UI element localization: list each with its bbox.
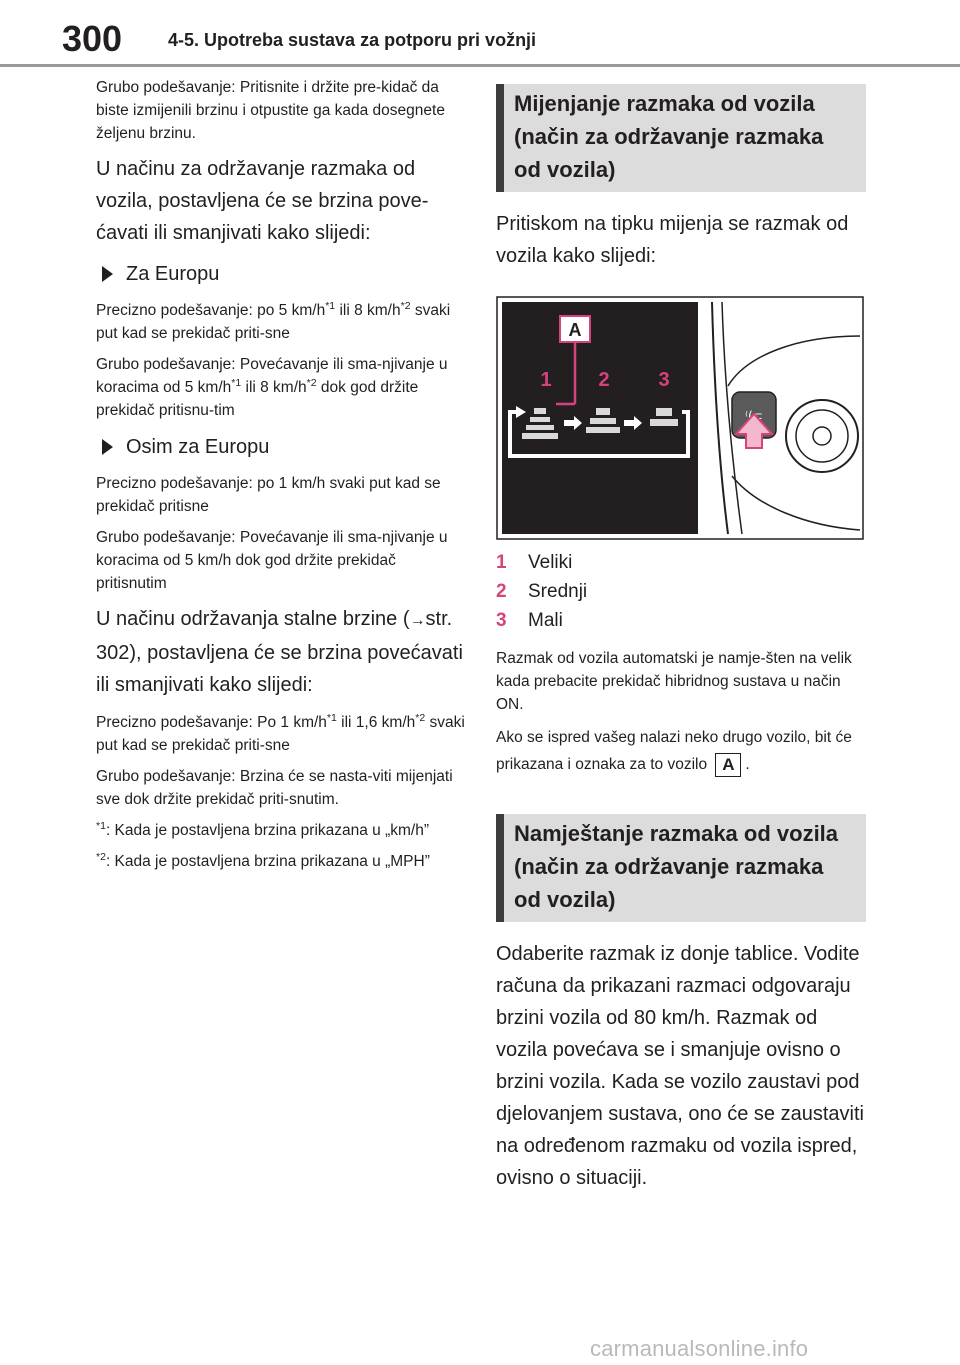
text-part: ili 1,6 km/h bbox=[336, 714, 416, 731]
arrow-right-icon: → bbox=[409, 612, 426, 629]
vehicle-ahead-badge-inline: A bbox=[715, 752, 742, 777]
distance-number-2: 2 bbox=[598, 369, 609, 391]
footnote-2: *2: Kada je postavljena brzina prikazana… bbox=[96, 850, 468, 873]
bullet-other-label: Osim za Europu bbox=[126, 436, 270, 458]
legend-label: Mali bbox=[528, 610, 563, 631]
section-title: Namještanje razmaka od vozila (način za … bbox=[514, 821, 839, 912]
text-part: svaki put kad se prekidač priti-sne bbox=[96, 302, 451, 342]
text-part: str. 302), postavljena će se brzina pove… bbox=[96, 608, 463, 696]
distance-mode-intro: U načinu za održavanje razmaka od vozila… bbox=[96, 158, 429, 244]
distance-bars-medium bbox=[586, 408, 620, 433]
press-arrow-icon bbox=[733, 412, 775, 449]
other-coarse-adjust: Grubo podešavanje: Povećavanje ili sma-n… bbox=[96, 529, 448, 592]
coarse-adjust-paragraph: Grubo podešavanje: Pritisnite i držite p… bbox=[96, 79, 445, 142]
vehicle-ahead-badge bbox=[559, 315, 591, 343]
vehicle-ahead-note: Ako se ispred vašeg nalazi neko drugo vo… bbox=[496, 724, 866, 778]
arrow-right-icon bbox=[564, 416, 582, 430]
europe-coarse-adjust: Grubo podešavanje: Povećavanje ili sma-n… bbox=[96, 353, 468, 422]
section-title: Mijenjanje razmaka od vozila (način za o… bbox=[514, 91, 824, 182]
footnote-ref-2: *2 bbox=[400, 299, 411, 312]
section-heading-change-distance: Mijenjanje razmaka od vozila (način za o… bbox=[496, 84, 866, 192]
text-part: ili 8 km/h bbox=[241, 379, 307, 396]
distance-number-3: 3 bbox=[658, 369, 669, 391]
triangle-bullet-icon bbox=[102, 266, 113, 282]
set-distance-paragraph: Odaberite razmak iz donje tablice. Vodit… bbox=[496, 943, 864, 1189]
distance-illustration: A 1 2 3 bbox=[496, 296, 864, 540]
constant-fine-adjust: Precizno podešavanje: Po 1 km/h*1 ili 1,… bbox=[96, 711, 468, 757]
constant-speed-intro: U načinu održavanja stalne brzine (→str.… bbox=[96, 603, 468, 701]
triangle-bullet-icon bbox=[102, 439, 113, 455]
legend-item-large: 1 Veliki bbox=[496, 548, 866, 577]
header-rule bbox=[0, 64, 960, 67]
right-column: Mijenjanje razmaka od vozila (način za o… bbox=[496, 84, 866, 1204]
distance-bars-large bbox=[522, 408, 558, 439]
text-part: . bbox=[745, 756, 750, 773]
footnote-text: : Kada je postavljena brzina prikazana u… bbox=[105, 822, 430, 839]
footnote-text: : Kada je postavljena brzina prikazana u… bbox=[105, 853, 430, 870]
legend-label: Veliki bbox=[528, 552, 573, 573]
page-header: 300 4-5. Upotreba sustava za potporu pri… bbox=[0, 0, 960, 70]
watermark: carmanualsonline.info bbox=[590, 1336, 809, 1361]
distance-legend: 1 Veliki 2 Srednji 3 Mali bbox=[496, 548, 866, 635]
footnote-marker: *2 bbox=[96, 850, 106, 863]
text-part: svaki put kad se prekidač priti-sne bbox=[96, 714, 465, 754]
legend-label: Srednji bbox=[528, 581, 588, 602]
footnote-ref-1: *1 bbox=[231, 376, 242, 389]
legend-number: 1 bbox=[496, 552, 507, 573]
text-part: Grubo podešavanje: Povećavanje ili sma-n… bbox=[96, 356, 448, 396]
footnote-ref-1: *1 bbox=[325, 299, 336, 312]
text-part: Precizno podešavanje: po 5 km/h bbox=[96, 302, 326, 319]
legend-number: 2 bbox=[496, 581, 507, 602]
text-part: Ako se ispred vašeg nalazi neko drugo vo… bbox=[496, 729, 852, 773]
constant-coarse-adjust: Grubo podešavanje: Brzina će se nasta-vi… bbox=[96, 768, 453, 808]
left-column: Grubo podešavanje: Pritisnite i držite p… bbox=[96, 76, 468, 881]
badge-a-label: A bbox=[569, 320, 582, 340]
change-distance-intro: Pritiskom na tipku mijenja se razmak od … bbox=[496, 213, 849, 267]
legend-number: 3 bbox=[496, 610, 507, 631]
auto-distance-note: Razmak od vozila automatski je namje-šte… bbox=[496, 650, 852, 713]
bullet-europe: Za Europu bbox=[102, 259, 468, 289]
legend-item-medium: 2 Srednji bbox=[496, 577, 866, 606]
chapter-title: 4-5. Upotreba sustava za potporu pri vož… bbox=[168, 30, 537, 50]
page-number: 300 bbox=[62, 18, 123, 59]
distance-bars-small bbox=[650, 408, 678, 426]
text-part: U načinu održavanja stalne brzine ( bbox=[96, 608, 410, 630]
section-heading-set-distance: Namještanje razmaka od vozila (način za … bbox=[496, 814, 866, 922]
other-fine-adjust: Precizno podešavanje: po 1 km/h svaki pu… bbox=[96, 475, 441, 515]
legend-item-small: 3 Mali bbox=[496, 606, 866, 635]
bullet-europe-label: Za Europu bbox=[126, 263, 220, 285]
text-part: dok god držite prekidač pritisnu-tim bbox=[96, 379, 419, 419]
footnote-marker: *1 bbox=[96, 819, 106, 832]
bullet-other: Osim za Europu bbox=[102, 432, 468, 462]
text-part: ili 8 km/h bbox=[335, 302, 401, 319]
europe-fine-adjust: Precizno podešavanje: po 5 km/h*1 ili 8 … bbox=[96, 299, 468, 345]
footnote-ref-2: *2 bbox=[415, 711, 426, 724]
footnote-ref-2: *2 bbox=[306, 376, 317, 389]
distance-display-figure: A 1 2 3 bbox=[496, 296, 864, 540]
text-part: Precizno podešavanje: Po 1 km/h bbox=[96, 714, 327, 731]
arrow-right-icon bbox=[624, 416, 642, 430]
distance-number-1: 1 bbox=[540, 369, 551, 391]
steering-wheel-illustration: ⁽(⊂ bbox=[702, 301, 861, 535]
footnote-1: *1: Kada je postavljena brzina prikazana… bbox=[96, 819, 468, 842]
footnote-ref-1: *1 bbox=[326, 711, 337, 724]
